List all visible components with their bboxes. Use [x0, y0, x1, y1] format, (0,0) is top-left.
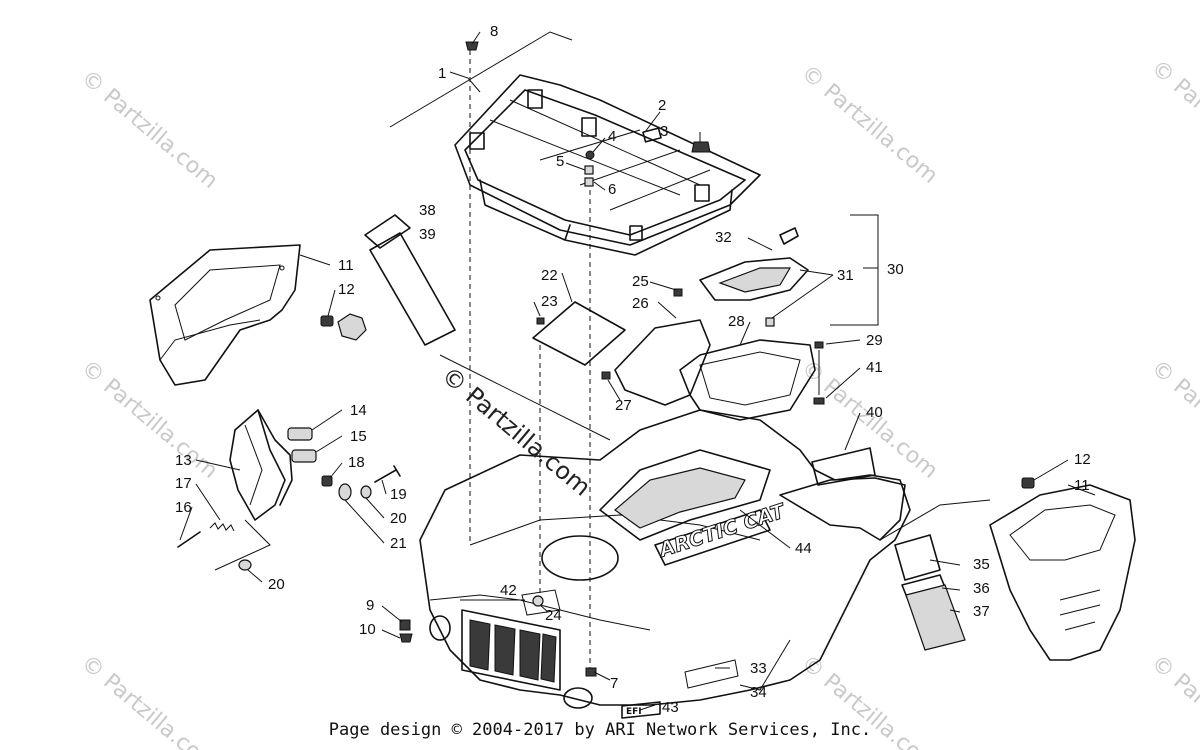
callout-35: 35	[973, 556, 990, 573]
callout-7: 7	[610, 675, 618, 692]
watermark-tiles: © Partzilla.com © Partzilla.com © Partzi…	[76, 55, 1200, 750]
callout-21: 21	[390, 535, 407, 552]
push-nut-left	[320, 313, 367, 341]
screw-23	[536, 317, 545, 325]
callout-labels: 8 1 2 3 4 5 6 38 39 11 12 32 31 30 22 23…	[175, 23, 1091, 716]
callout-34: 34	[750, 684, 767, 701]
callout-15: 15	[350, 428, 367, 445]
nut-7	[585, 667, 597, 677]
washer-24	[532, 595, 544, 607]
callout-41: 41	[866, 359, 883, 376]
callout-11-left: 11	[338, 257, 354, 274]
fastener-25	[673, 288, 683, 297]
decal-39	[369, 232, 456, 346]
callout-2: 2	[658, 97, 666, 114]
callout-20-lower: 20	[268, 576, 285, 593]
decal-35	[894, 534, 941, 581]
callout-33: 33	[750, 660, 767, 677]
watermark-tile: © Partzilla.com	[796, 60, 942, 188]
callout-22: 22	[541, 267, 558, 284]
callout-14: 14	[350, 402, 367, 419]
callout-24: 24	[545, 607, 562, 624]
bumper-31	[765, 317, 775, 327]
callout-38: 38	[419, 202, 436, 219]
push-nut-right	[1021, 477, 1035, 489]
watermark-tile: © Partzilla.com	[1146, 55, 1200, 183]
rack-plane-line	[389, 31, 573, 128]
page-footer-copyright: Page design © 2004-2017 by ARI Network S…	[328, 720, 872, 740]
decal-40	[811, 447, 876, 486]
callout-18: 18	[348, 454, 365, 471]
watermark-tile: © Partzilla.com	[76, 65, 222, 193]
callout-10: 10	[359, 621, 376, 638]
callout-13: 13	[175, 452, 192, 469]
callout-19: 19	[390, 486, 407, 503]
watermark-tile: © Partzilla.com	[76, 355, 222, 483]
callout-32: 32	[715, 229, 732, 246]
screw-29	[814, 341, 824, 349]
callout-36: 36	[973, 580, 990, 597]
callout-12-left: 12	[338, 281, 355, 298]
efi-badge: EFI	[626, 707, 642, 717]
callout-26: 26	[632, 295, 649, 312]
callout-12-right: 12	[1074, 451, 1091, 468]
callout-43: 43	[662, 699, 679, 716]
nut-10	[399, 633, 413, 643]
callout-4: 4	[608, 128, 616, 145]
callout-28: 28	[728, 313, 745, 330]
front-rack	[454, 74, 761, 256]
panel-plane-line	[879, 499, 991, 541]
left-side-panel	[149, 244, 301, 386]
callout-16: 16	[175, 499, 192, 516]
hood-plane-line	[439, 354, 611, 441]
callout-9: 9	[366, 597, 374, 614]
leader-lines	[179, 31, 1096, 711]
watermark-tile: © Partzilla.com	[1146, 355, 1200, 483]
decal-38	[364, 214, 411, 249]
access-plate-22	[532, 301, 626, 366]
callout-5: 5	[556, 153, 564, 170]
washer-41	[813, 397, 825, 405]
headlight-assembly	[177, 409, 401, 571]
callout-30: 30	[887, 261, 904, 278]
callout-1: 1	[438, 65, 446, 82]
callout-37: 37	[973, 603, 990, 620]
callout-27: 27	[615, 397, 632, 414]
callout-39: 39	[419, 226, 436, 243]
shroud-26	[614, 319, 711, 406]
storage-compartment	[679, 227, 816, 421]
callout-29: 29	[866, 332, 883, 349]
rack-hardware	[465, 41, 711, 187]
callout-3: 3	[660, 123, 668, 140]
callout-25: 25	[632, 273, 649, 290]
bolt-9	[399, 619, 411, 631]
callout-6: 6	[608, 181, 616, 198]
callout-31: 31	[837, 267, 854, 284]
callout-11-right: 11	[1074, 477, 1090, 494]
right-side-panel	[989, 477, 1136, 661]
callout-20-upper: 20	[390, 510, 407, 527]
callout-44: 44	[795, 540, 812, 557]
fastener-27	[601, 371, 611, 380]
callout-17: 17	[175, 475, 192, 492]
callout-42: 42	[500, 582, 517, 599]
center-watermark: © Partzilla.com	[436, 361, 596, 501]
callout-23: 23	[541, 293, 558, 310]
callout-8: 8	[490, 23, 498, 40]
callout-40: 40	[866, 404, 883, 421]
decal-37	[905, 584, 966, 651]
bracket-30	[830, 214, 879, 326]
